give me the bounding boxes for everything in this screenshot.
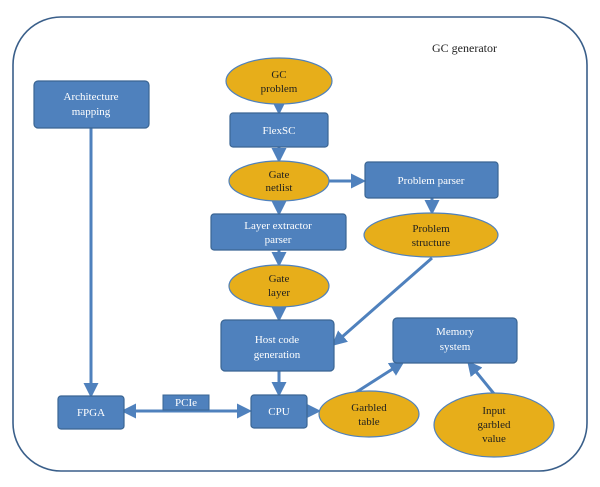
problem-structure-label-line2: structure [412,237,451,249]
diagram-title: GC generator [432,41,497,55]
cpu-box: CPU [250,394,308,429]
fpga-box: FPGA [57,395,125,430]
problem-parser-box: Problem parser [364,161,499,199]
pcie-label: PCIe [175,397,197,409]
layer-extractor-label-line2: parser [265,234,292,246]
problem-structure-ellipse: Problem structure [363,212,499,258]
garbled-table-ellipse: Garbled table [318,390,420,438]
flexsc-box: FlexSC [229,112,329,148]
memory-system-box: Memory system [392,317,518,364]
pcie-label-box: PCIe [162,394,210,411]
edge-problemstructure-to-hostcode [331,256,433,346]
gc-problem-label-line2: problem [261,83,298,95]
edge-garbledtable-to-memory [354,361,405,395]
input-garbled-value-label-line3: value [482,433,506,445]
gc-problem-label-line1: GC [271,69,286,81]
input-garbled-value-ellipse: Input garbled value [433,392,555,458]
host-code-label-line1: Host code [255,334,299,346]
problem-parser-label: Problem parser [398,175,465,187]
problem-structure-label-line1: Problem [412,223,450,235]
layer-extractor-parser-box: Layer extractor parser [210,213,347,251]
gate-layer-label-line1: Gate [269,273,290,285]
architecture-mapping-label-line1: Architecture [64,91,119,103]
gate-layer-label-line2: layer [268,287,290,299]
architecture-mapping-label-line2: mapping [72,106,111,118]
architecture-mapping-box: Architecture mapping [33,80,150,129]
host-code-label-line2: generation [254,349,301,361]
cpu-label: CPU [268,406,289,418]
gate-netlist-label-line1: Gate [269,169,290,181]
input-garbled-value-label-line1: Input [482,405,505,417]
gc-problem-ellipse: GC problem [225,57,333,105]
garbled-table-label-line1: Garbled [351,402,387,414]
fpga-label: FPGA [77,407,105,419]
edges [83,100,497,419]
memory-system-label-line2: system [440,341,471,353]
input-garbled-value-label-line2: garbled [478,419,511,431]
edge-inputvalue-to-memory [467,360,497,396]
flexsc-label: FlexSC [262,125,295,137]
memory-system-label-line1: Memory [436,326,474,338]
garbled-table-label-line2: table [358,416,379,428]
gate-netlist-label-line2: netlist [266,182,293,194]
host-code-generation-box: Host code generation [220,319,335,372]
layer-extractor-label-line1: Layer extractor [244,220,312,232]
gate-netlist-ellipse: Gate netlist [228,160,330,202]
gate-layer-ellipse: Gate layer [228,264,330,308]
